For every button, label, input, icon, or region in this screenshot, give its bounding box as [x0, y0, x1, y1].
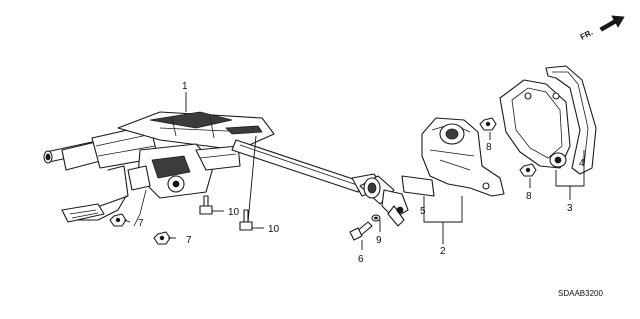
callout-8a: 8 [486, 142, 492, 153]
nut-7b [153, 231, 171, 245]
callout-8b: 8 [526, 191, 532, 202]
front-direction-indicator: FR. [579, 15, 625, 42]
callouts: 1 2 3 4 5 6 7 7 8 8 9 10 10 [138, 81, 585, 265]
nut-8b [519, 163, 537, 177]
callout-4: 4 [579, 158, 585, 169]
callout-1: 1 [182, 81, 188, 92]
callout-2: 2 [440, 246, 446, 257]
callout-3: 3 [567, 203, 573, 214]
callout-10a: 10 [228, 207, 240, 218]
callout-10b: 10 [268, 224, 280, 235]
leader-lines [123, 92, 585, 250]
front-arrow-icon [599, 15, 625, 32]
callout-7b: 7 [186, 235, 192, 246]
diagram-code: SDAAB3200 [558, 289, 603, 298]
column-cover-seal [421, 117, 505, 197]
fr-label: FR. [579, 28, 595, 42]
bolt-10b [239, 209, 253, 231]
bolt-6 [349, 221, 373, 241]
callout-6: 6 [358, 254, 364, 265]
nut-8a [479, 117, 497, 131]
label-sheet [401, 175, 435, 197]
callout-9: 9 [376, 235, 382, 246]
callout-5: 5 [420, 206, 426, 217]
intermediate-shaft [231, 139, 409, 227]
bolt-10a [199, 195, 213, 215]
washer-9 [371, 214, 381, 222]
steering-column-assembly [43, 111, 275, 227]
callout-7a: 7 [138, 218, 144, 229]
gasket-boot [499, 65, 597, 175]
nut-7a [109, 213, 127, 227]
